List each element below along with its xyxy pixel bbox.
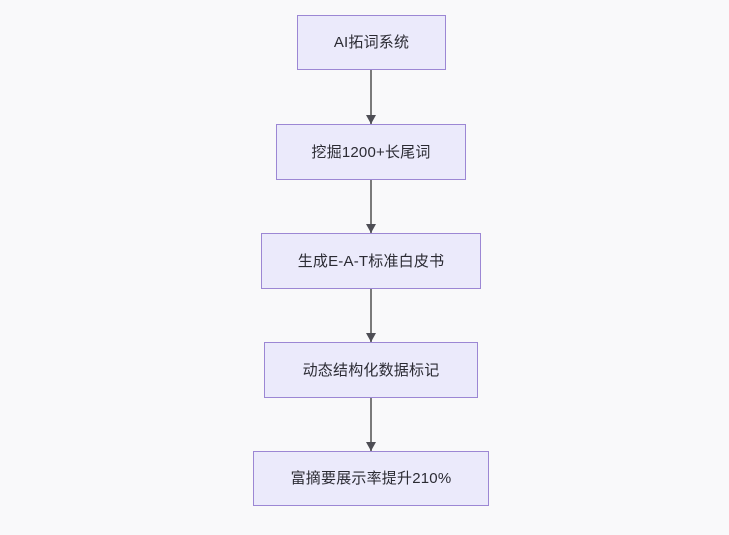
flow-node-label: 生成E-A-T标准白皮书 — [297, 252, 445, 270]
flow-node-label: 动态结构化数据标记 — [302, 361, 440, 379]
flow-node-label: 挖掘1200+长尾词 — [311, 143, 431, 161]
flow-node-dynamic-structured-data-markup[interactable]: 动态结构化数据标记 — [264, 342, 478, 398]
flow-node-ai-keyword-system[interactable]: AI拓词系统 — [297, 15, 446, 70]
arrowhead-3 — [366, 333, 376, 342]
flow-node-rich-snippet-impression-lift[interactable]: 富摘要展示率提升210% — [253, 451, 489, 506]
connector-line-1 — [370, 70, 372, 124]
flow-node-generate-eat-whitepaper[interactable]: 生成E-A-T标准白皮书 — [261, 233, 481, 289]
arrowhead-2 — [366, 224, 376, 233]
flow-node-label: 富摘要展示率提升210% — [290, 470, 452, 487]
connector-line-4 — [370, 398, 372, 451]
flow-node-label: AI拓词系统 — [333, 34, 410, 51]
connector-line-3 — [370, 289, 372, 342]
flow-node-mine-longtail-keywords[interactable]: 挖掘1200+长尾词 — [276, 124, 466, 180]
arrowhead-1 — [366, 115, 376, 124]
arrowhead-4 — [366, 442, 376, 451]
connector-line-2 — [370, 180, 372, 233]
